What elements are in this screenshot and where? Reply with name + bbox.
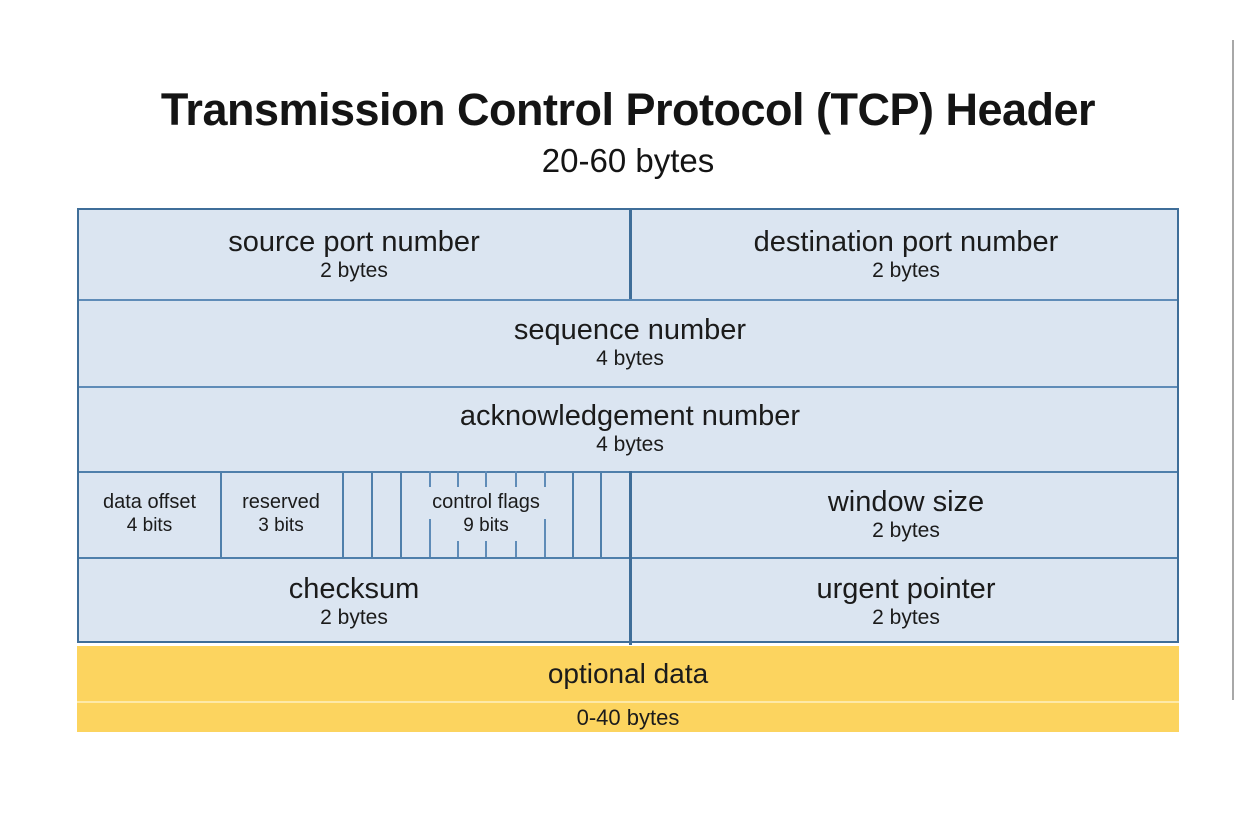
page-title: Transmission Control Protocol (TCP) Head… (160, 84, 1096, 135)
field-data-offset: data offset 4 bits (79, 471, 220, 557)
row-divider-3 (79, 471, 1177, 473)
field-label: window size (827, 485, 985, 518)
field-window-size: window size 2 bytes (631, 471, 1181, 557)
field-size: 0-40 bytes (576, 704, 680, 730)
field-label: data offset (102, 491, 197, 513)
bit-tick (544, 519, 546, 557)
field-control-flags: control flags 9 bits (400, 471, 572, 557)
field-size: 4 bits (126, 514, 173, 536)
bit-tick (515, 541, 517, 557)
bit-tick (515, 471, 517, 487)
field-size: 2 bytes (320, 605, 388, 629)
field-size: 9 bits (463, 514, 509, 536)
field-label: control flags (432, 491, 540, 513)
field-checksum: checksum 2 bytes (79, 557, 629, 645)
field-label: optional data (547, 657, 709, 689)
field-size: 2 bytes (872, 605, 940, 629)
bit-tick (544, 471, 546, 487)
optional-data-divider (77, 701, 1179, 703)
column-divider-ports (629, 210, 632, 299)
field-label: source port number (228, 226, 480, 258)
bit-tick (429, 471, 431, 487)
field-size: 4 bytes (596, 347, 664, 371)
bit-tick (429, 519, 431, 557)
bit-tick (485, 541, 487, 557)
field-size: 2 bytes (872, 259, 940, 283)
page-subtitle: 20-60 bytes (541, 142, 715, 179)
bit-tick (485, 471, 487, 487)
field-size: 3 bits (258, 514, 304, 536)
bit-tick (457, 471, 459, 487)
bit-divider (371, 471, 373, 557)
bit-divider (600, 471, 602, 557)
field-size: 4 bytes (596, 433, 664, 457)
column-divider-window-urgent (629, 471, 632, 645)
field-source-port: source port number 2 bytes (79, 210, 629, 299)
field-size: 2 bytes (872, 518, 940, 542)
bit-divider (572, 471, 574, 557)
field-label: destination port number (753, 226, 1059, 258)
field-label: urgent pointer (816, 572, 996, 605)
field-label: checksum (288, 572, 420, 605)
field-label: sequence number (513, 314, 747, 346)
row-divider-1 (79, 299, 1177, 301)
field-destination-port: destination port number 2 bytes (631, 210, 1181, 299)
bit-divider (342, 471, 344, 557)
tcp-header-table: source port number 2 bytes destination p… (77, 208, 1181, 645)
field-urgent-pointer: urgent pointer 2 bytes (631, 557, 1181, 645)
bit-divider-dataoffset-reserved (220, 471, 222, 557)
page-edge-line (1232, 40, 1234, 700)
field-reserved: reserved 3 bits (220, 471, 342, 557)
field-sequence-number: sequence number 4 bytes (79, 299, 1181, 386)
row-divider-2 (79, 386, 1177, 388)
field-size: 2 bytes (320, 259, 388, 283)
field-label: acknowledgement number (459, 400, 801, 432)
field-acknowledgement-number: acknowledgement number 4 bytes (79, 386, 1181, 471)
field-label: reserved (242, 491, 320, 513)
row-divider-4 (79, 557, 1177, 559)
bit-tick (457, 541, 459, 557)
bit-divider (400, 471, 402, 557)
field-optional-data: optional data 0-40 bytes (77, 646, 1179, 732)
